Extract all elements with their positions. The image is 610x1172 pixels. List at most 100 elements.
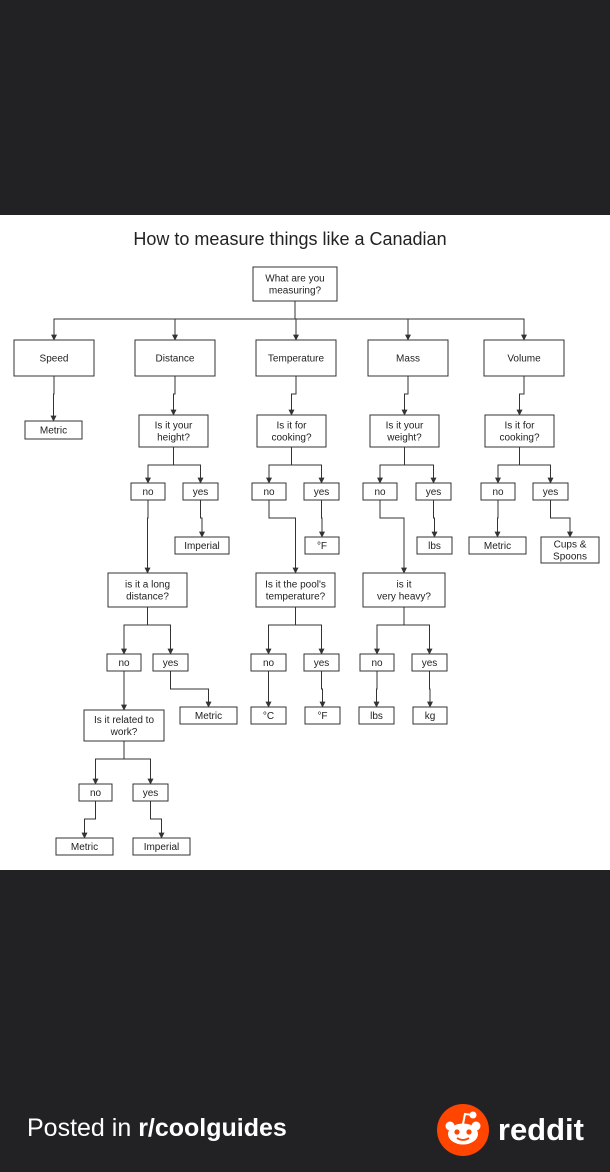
reddit-wordmark: reddit: [497, 1112, 584, 1147]
node-box-dist_h_no: [130, 482, 166, 501]
post-image: How to measure things like a Canadian Wh…: [0, 215, 610, 870]
node-label-dist_imperial1: Imperial: [184, 541, 220, 552]
node-box-dist_long_q: [107, 572, 188, 608]
connector-mass_w_no-mass_heavy_q: [379, 500, 407, 574]
node-label-temp_c: °C: [263, 711, 274, 722]
node-speed_metric: Metric: [24, 420, 83, 440]
connector-mass_h_yes-mass_kg: [427, 671, 433, 708]
posted-in-label[interactable]: Posted in r/coolguides: [27, 1114, 287, 1143]
node-dist_h_no: no: [130, 482, 166, 501]
node-label-mass_lbs1: lbs: [428, 541, 441, 552]
node-label-dist_h_no: no: [142, 487, 154, 498]
node-label-mass_h_no: no: [371, 658, 383, 669]
node-temp_p_no: no: [250, 653, 287, 672]
connector-temp_pool_q-temp_p_no: [265, 607, 296, 655]
connector-temp_c_no-temp_pool_q: [268, 500, 299, 574]
node-temp_f1: °F: [304, 536, 340, 555]
connector-dist_w_no-dist_metric2: [81, 801, 96, 839]
node-box-vol_c_yes: [532, 482, 569, 501]
connector-temperature-temp_cook_q: [288, 376, 297, 416]
node-box-temp_p_yes: [303, 653, 340, 672]
node-box-dist_metric1: [179, 706, 238, 725]
node-box-dist_imperial1: [174, 536, 230, 555]
node-box-mass_kg: [412, 706, 448, 725]
node-box-vol_cups: [540, 536, 600, 564]
node-label-dist_l_yes: yes: [163, 658, 179, 669]
connector-mass_weight_q-mass_w_no: [377, 447, 405, 484]
node-box-vol_c_no: [480, 482, 516, 501]
node-dist_h_yes: yes: [182, 482, 219, 501]
connector-vol_c_no-vol_metric: [494, 500, 501, 538]
connector-dist_height_q-dist_h_no: [145, 447, 174, 484]
connector-dist_work_q-dist_w_no: [92, 741, 125, 785]
connector-mass_weight_q-mass_w_yes: [404, 447, 437, 484]
flowchart: How to measure things like a Canadian Wh…: [13, 229, 600, 856]
node-dist_l_no: no: [106, 653, 142, 672]
node-dist_imperial1: Imperial: [174, 536, 230, 555]
node-dist_l_yes: yes: [152, 653, 189, 672]
node-label-mass_heavy_q: very heavy?: [377, 591, 431, 602]
reddit-brand[interactable]: reddit: [436, 1104, 584, 1156]
node-label-mass_heavy_q: is it: [397, 579, 412, 590]
connector-dist_l_yes-dist_metric1: [170, 671, 212, 708]
node-label-mass_h_yes: yes: [422, 658, 438, 669]
connector-root-volume: [294, 301, 527, 341]
node-label-vol_cups: Spoons: [553, 551, 587, 562]
post-footer: Posted in r/coolguides reddit: [0, 1090, 610, 1172]
node-box-temp_p_no: [250, 653, 287, 672]
node-box-vol_cook_q: [484, 414, 555, 448]
node-box-speed: [13, 339, 95, 377]
node-label-temp_c_no: no: [263, 487, 275, 498]
node-box-dist_h_yes: [182, 482, 219, 501]
node-label-mass_w_yes: yes: [426, 487, 442, 498]
node-mass_w_no: no: [362, 482, 398, 501]
connector-dist_h_no-dist_long_q: [144, 500, 151, 574]
connector-dist_long_q-dist_l_yes: [147, 607, 174, 655]
node-box-dist_w_no: [78, 783, 113, 802]
node-box-mass_w_no: [362, 482, 398, 501]
node-box-temp_cook_q: [256, 414, 327, 448]
node-temp_p_yes: yes: [303, 653, 340, 672]
node-box-mass: [367, 339, 449, 377]
node-label-dist_metric1: Metric: [195, 711, 222, 722]
node-label-mass_weight_q: weight?: [386, 432, 422, 443]
node-box-temp_pool_q: [255, 572, 336, 608]
node-mass_h_no: no: [359, 653, 395, 672]
connector-mass_w_yes-mass_lbs1: [431, 500, 438, 538]
connector-volume-vol_cook_q: [516, 376, 525, 416]
node-box-temp_c: [250, 706, 287, 725]
subreddit-link[interactable]: r/coolguides: [138, 1114, 287, 1142]
node-mass_kg: kg: [412, 706, 448, 725]
node-label-temp_cook_q: Is it for: [276, 420, 307, 431]
node-box-dist_l_yes: [152, 653, 189, 672]
node-speed: Speed: [13, 339, 95, 377]
node-box-root: [252, 266, 338, 302]
connector-root-mass: [294, 301, 411, 341]
node-box-temp_c_no: [251, 482, 287, 501]
node-temp_f2: °F: [304, 706, 341, 725]
connector-dist_h_yes-dist_imperial1: [199, 500, 205, 538]
node-box-speed_metric: [24, 420, 83, 440]
node-label-mass_w_no: no: [374, 487, 386, 498]
node-dist_w_no: no: [78, 783, 113, 802]
node-label-mass_lbs2: lbs: [370, 711, 383, 722]
node-box-mass_h_yes: [411, 653, 448, 672]
node-label-temp_f2: °F: [317, 711, 327, 722]
node-label-dist_height_q: Is it your: [155, 420, 193, 431]
connector-dist_height_q-dist_h_yes: [173, 447, 204, 484]
node-label-mass: Mass: [396, 353, 420, 364]
node-box-mass_lbs2: [358, 706, 395, 725]
node-label-temperature: Temperature: [268, 353, 325, 364]
node-box-mass_heavy_q: [362, 572, 446, 608]
connector-temp_c_yes-temp_f1: [319, 500, 325, 538]
node-label-volume: Volume: [507, 353, 541, 364]
node-box-dist_height_q: [138, 414, 209, 448]
node-label-dist_metric2: Metric: [71, 842, 98, 853]
node-box-volume: [483, 339, 565, 377]
connector-temp_cook_q-temp_c_no: [266, 447, 292, 484]
connector-speed-speed_metric: [50, 376, 57, 422]
